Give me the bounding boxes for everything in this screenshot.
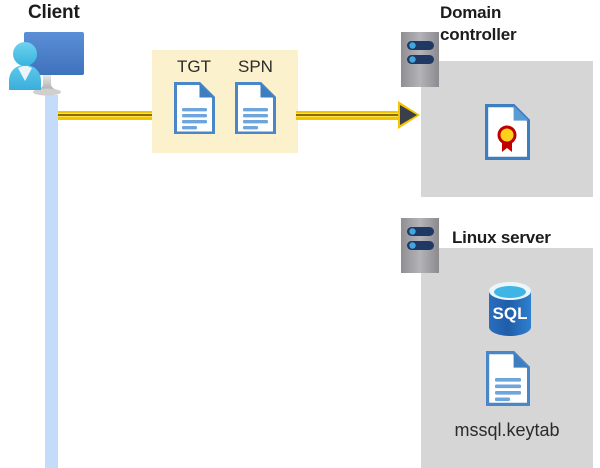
- domain-controller-server-rack-icon: [401, 32, 439, 87]
- flow-line-client-to-tokens: [58, 111, 154, 120]
- certificate-document-icon: [485, 104, 531, 165]
- client-lifeline: [45, 95, 58, 468]
- tgt-label: TGT: [177, 57, 211, 76]
- client-title: Client: [28, 2, 80, 23]
- keytab-filename-label: mssql.keytab: [454, 420, 560, 440]
- spn-document-icon: [235, 82, 276, 139]
- spn-label: SPN: [238, 57, 273, 76]
- domain-controller-title-line1: Domain: [440, 3, 502, 22]
- flow-line-tokens-to-domain-controller: [296, 111, 402, 120]
- sql-database-icon: SQL: [484, 280, 536, 343]
- linux-server-title: Linux server: [452, 228, 551, 247]
- tgt-document-icon: [174, 82, 215, 139]
- keytab-document-icon: [486, 351, 531, 411]
- domain-controller-title-line2: controller: [440, 25, 517, 44]
- linux-server-server-rack-icon: [401, 218, 439, 273]
- svg-text:SQL: SQL: [493, 304, 528, 323]
- user-monitor-icon: [6, 28, 92, 103]
- domain-controller-title: Domain controller: [440, 2, 600, 46]
- arrow-head-icon: [400, 105, 417, 125]
- token-exchange-box: TGT SPN: [152, 50, 298, 153]
